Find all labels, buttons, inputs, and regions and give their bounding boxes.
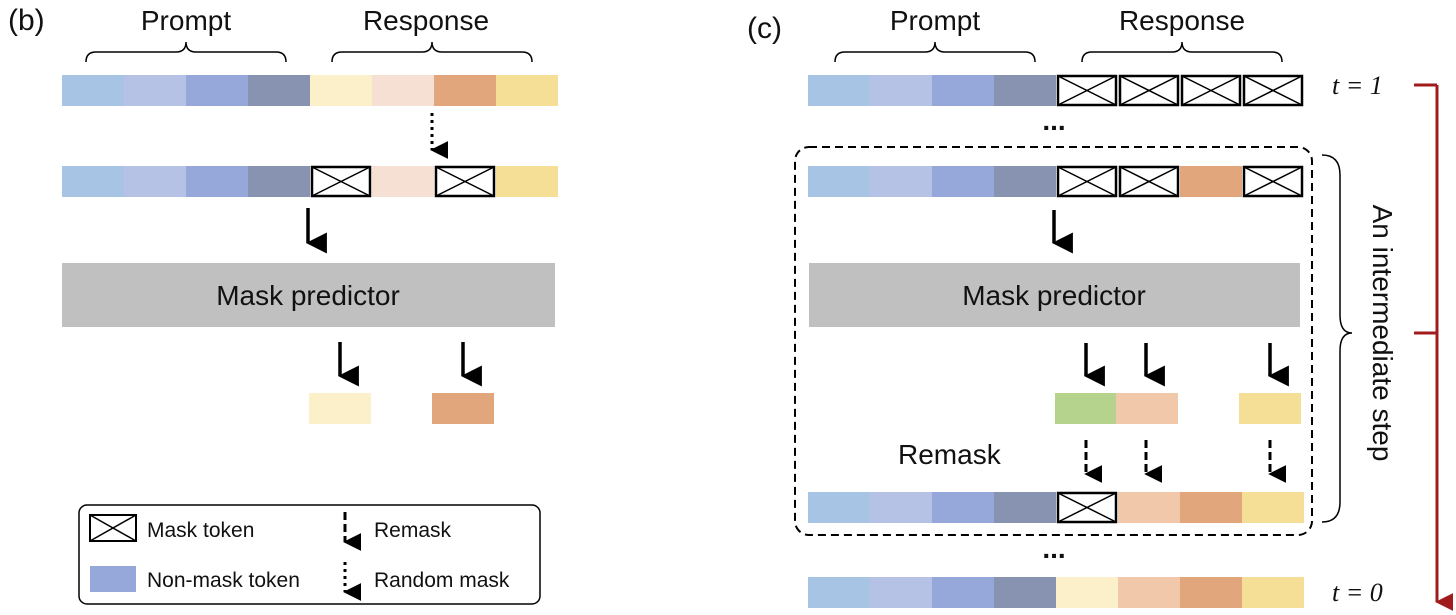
panel-c-response-label: Response [1119, 5, 1245, 36]
panel-b-row-input [62, 75, 558, 106]
panel-c-label: (c) [747, 12, 782, 45]
prompt-token [932, 75, 994, 106]
response-token [1242, 577, 1304, 608]
panel-b-label: (b) [8, 4, 45, 37]
panel-b-mask-predictor [62, 263, 555, 327]
prompt-token [994, 577, 1056, 608]
response-token [372, 166, 434, 197]
response-token [1118, 492, 1180, 523]
panel-c-intermediate-box [794, 146, 1313, 536]
panel-c-row-remasked [808, 491, 1304, 524]
mask-cross-line [311, 166, 371, 197]
panel-b-prompt-brace [85, 41, 287, 63]
response-token [496, 75, 558, 106]
response-token [1242, 492, 1304, 523]
predicted-token [1116, 393, 1178, 424]
mask-cross-line [1119, 166, 1179, 197]
legend-non-mask-token-icon [90, 566, 136, 592]
prompt-token [932, 577, 994, 608]
predicted-token [432, 393, 494, 424]
prompt-token [248, 166, 310, 197]
panel-c-remask-label: Remask [898, 439, 1002, 470]
panel-c-response-brace [1081, 41, 1283, 63]
panel-c-t1-label: t = 1 [1332, 71, 1383, 100]
prompt-token [808, 75, 870, 106]
panel-c-t0-label: t = 0 [1332, 578, 1383, 607]
prompt-token [994, 75, 1056, 106]
prompt-token [932, 492, 994, 523]
panel-b-response-brace [331, 41, 533, 63]
prompt-token [124, 75, 186, 106]
mask-cross-line [1057, 166, 1117, 197]
prompt-token [870, 75, 932, 106]
prompt-token [124, 166, 186, 197]
mask-cross-line [1057, 75, 1117, 106]
panel-c-step-brace [1321, 154, 1353, 523]
legend-box [78, 504, 541, 605]
panel-b-response-label: Response [363, 5, 489, 36]
prompt-token [870, 577, 932, 608]
mask-cross-line [1119, 75, 1179, 106]
prompt-token [808, 166, 870, 197]
panel-c-mask-predictor-label: Mask predictor [962, 280, 1146, 311]
response-token [1180, 577, 1242, 608]
panel-c-prompt-label: Prompt [890, 5, 980, 36]
mask-cross-line [1057, 492, 1117, 523]
response-token [1118, 577, 1180, 608]
panel-c-prompt-brace [834, 41, 1036, 63]
predicted-token [1055, 393, 1117, 424]
prompt-token [932, 166, 994, 197]
prompt-token [248, 75, 310, 106]
panel-c-row-intermediate [808, 165, 1304, 198]
panel-c-mask-predictor [809, 263, 1300, 327]
prompt-token [186, 75, 248, 106]
legend-mask-token-icon [89, 514, 137, 542]
response-token [496, 166, 558, 197]
response-token [1180, 492, 1242, 523]
prompt-token [994, 492, 1056, 523]
panel-c-predicted-tokens [1055, 393, 1301, 424]
mask-cross-line [1243, 75, 1303, 106]
mask-cross-line [1243, 166, 1303, 197]
panel-c-step-label: An intermediate step [1367, 205, 1398, 462]
response-token [1056, 577, 1118, 608]
legend-non-mask-token-label: Non-mask token [147, 569, 300, 592]
prompt-token [186, 166, 248, 197]
legend-remask-label: Remask [374, 519, 452, 542]
mask-cross-line [435, 166, 495, 197]
prompt-token [808, 492, 870, 523]
mask-cross-line [1181, 75, 1241, 106]
panel-c-ellipsis-bottom: ... [1042, 533, 1065, 564]
legend-mask-token-label: Mask token [147, 519, 254, 542]
prompt-token [62, 166, 124, 197]
response-token [372, 75, 434, 106]
panel-b-predicted-tokens [309, 393, 494, 424]
predicted-token [309, 393, 371, 424]
panel-c-row-t0 [808, 577, 1304, 608]
response-token [310, 75, 372, 106]
response-token [1180, 166, 1242, 197]
panel-c-row-t1 [808, 74, 1304, 107]
panel-c-ellipsis-top: ... [1042, 105, 1065, 136]
prompt-token [62, 75, 124, 106]
predicted-token [1239, 393, 1301, 424]
prompt-token [808, 577, 870, 608]
prompt-token [994, 166, 1056, 197]
prompt-token [870, 492, 932, 523]
response-token [434, 75, 496, 106]
legend-random-mask-label: Random mask [374, 569, 510, 592]
prompt-token [870, 166, 932, 197]
panel-b-mask-predictor-label: Mask predictor [216, 280, 400, 311]
panel-b-row-masked [62, 165, 558, 198]
panel-b-prompt-label: Prompt [141, 5, 231, 36]
